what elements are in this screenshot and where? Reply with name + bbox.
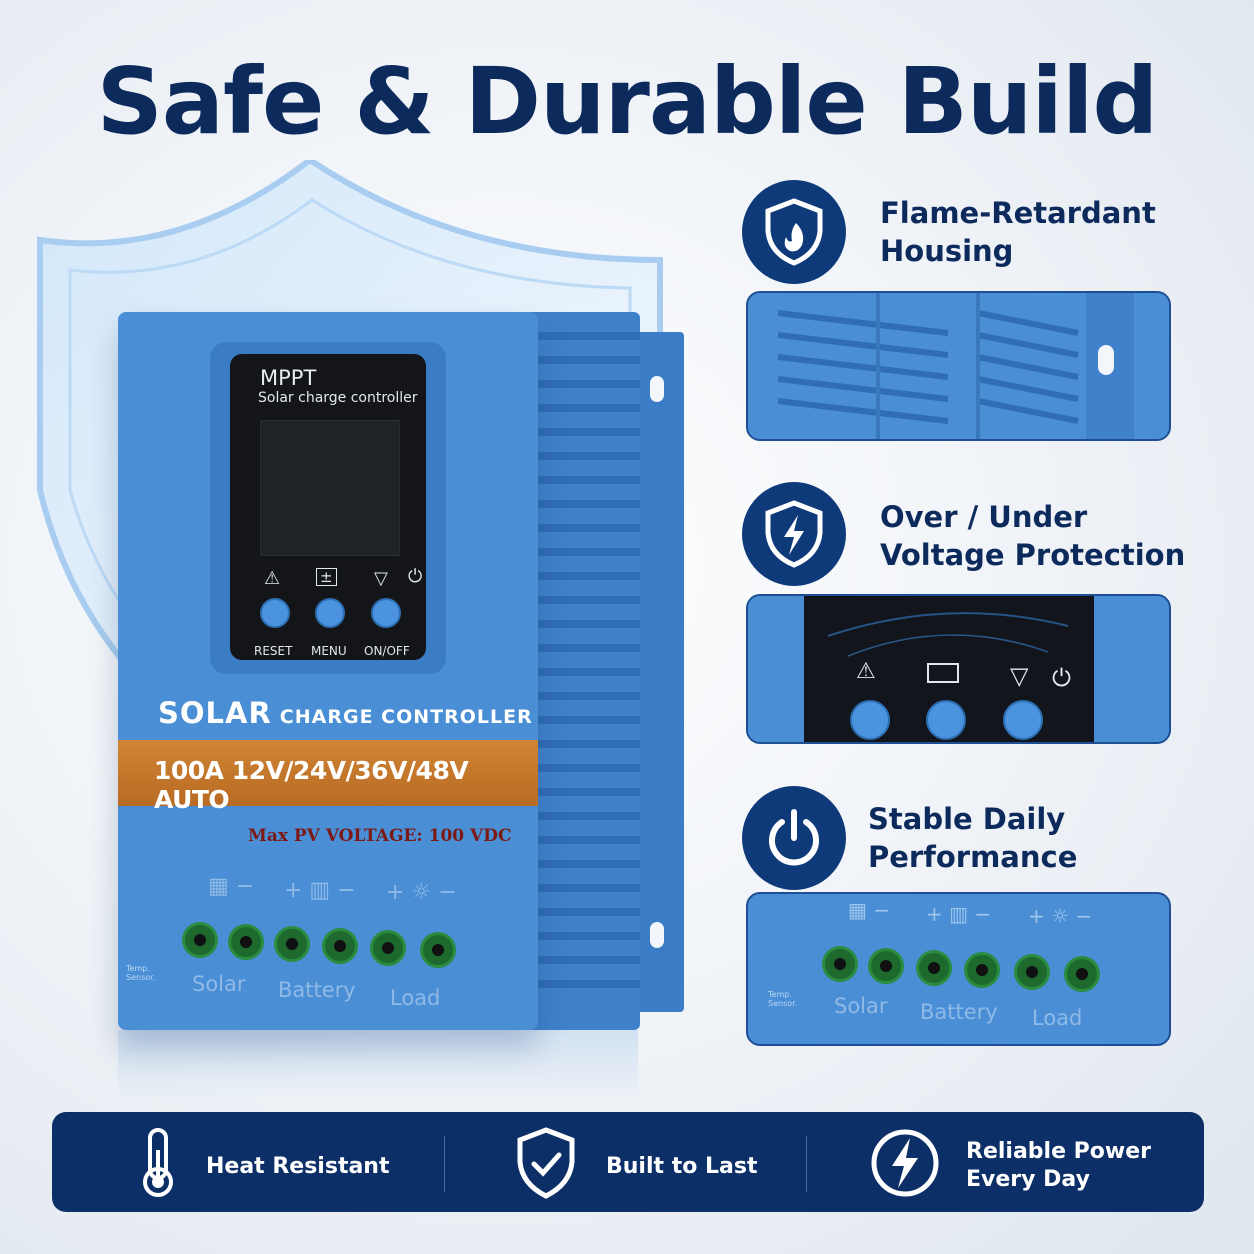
feature-title-voltage: Over / Under Voltage Protection xyxy=(880,498,1185,574)
terminal-battery-neg xyxy=(322,928,358,964)
screen-title: MPPT xyxy=(260,366,317,390)
housing-closeup-panel xyxy=(746,291,1171,441)
reliable-power-l1: Reliable Power xyxy=(966,1139,1151,1164)
charge-controller-device: MPPT Solar charge controller ⚠ ± ▽ ⏻ RES… xyxy=(118,312,538,1030)
svg-text:⏻: ⏻ xyxy=(1052,664,1071,692)
mounting-bracket xyxy=(632,332,684,1012)
feature-title-flame-l2: Housing xyxy=(880,234,1014,268)
panel-terminal-1 xyxy=(822,946,858,982)
panel-terminal-3 xyxy=(916,950,952,986)
reset-label: RESET xyxy=(254,644,293,658)
reset-button[interactable] xyxy=(260,598,290,628)
device-reflection xyxy=(118,1030,638,1100)
battery-terminal-icon: + ▥ − xyxy=(284,878,356,903)
feature-title-voltage-l1: Over / Under xyxy=(880,500,1088,534)
feature-title-stable-l1: Stable Daily xyxy=(868,802,1066,836)
bulb-icon: + ☼ − xyxy=(1028,904,1093,928)
divider xyxy=(806,1136,807,1192)
onoff-label: ON/OFF xyxy=(364,644,410,658)
terminal-battery-pos xyxy=(274,926,310,962)
terminal-label-solar: Solar xyxy=(192,972,246,996)
power-icon: ⏻ xyxy=(408,566,423,587)
shield-check-icon xyxy=(517,1127,575,1199)
terminal-load-neg xyxy=(420,932,456,968)
lightning-shield-icon xyxy=(742,482,846,586)
page-title: Safe & Durable Build xyxy=(96,48,1159,155)
panel-label-solar: Solar xyxy=(834,994,888,1018)
menu-label: MENU xyxy=(311,644,347,658)
rating-text: 100A 12V/24V/36V/48V AUTO xyxy=(154,756,469,814)
svg-text:▽: ▽ xyxy=(1010,662,1029,690)
heat-resistant-label: Heat Resistant xyxy=(206,1154,390,1179)
screen-subtitle: Solar charge controller xyxy=(258,390,418,406)
feature-title-stable: Stable Daily Performance xyxy=(868,800,1077,876)
rating-band: 100A 12V/24V/36V/48V AUTO xyxy=(118,740,538,814)
lcd-display xyxy=(260,420,400,556)
terminals-closeup-panel: ▦ − + ▥ − + ☼ − Temp. Sensor. Solar Batt… xyxy=(746,892,1171,1046)
feature-title-flame-l1: Flame-Retardant xyxy=(880,196,1156,230)
terminal-solar-neg xyxy=(228,924,264,960)
reliable-power-label: Reliable Power Every Day xyxy=(966,1138,1151,1194)
down-triangle-icon: ▽ xyxy=(374,568,388,589)
feature-title-stable-l2: Performance xyxy=(868,840,1078,874)
temp-sensor-label: Temp. Sensor. xyxy=(126,964,156,982)
panel-terminal-2 xyxy=(868,948,904,984)
onoff-button[interactable] xyxy=(371,598,401,628)
feature-title-flame: Flame-Retardant Housing xyxy=(880,194,1156,270)
lightning-circle-icon xyxy=(871,1129,939,1197)
built-to-last-label: Built to Last xyxy=(606,1154,758,1179)
terminal-label-battery: Battery xyxy=(278,978,356,1002)
brand-line: SOLAR CHARGE CONTROLLER xyxy=(158,696,533,730)
battery-terminal-icon: + ▥ − xyxy=(926,902,992,926)
brand-word: SOLAR xyxy=(158,696,272,730)
panel-terminal-4 xyxy=(964,952,1000,988)
menu-button[interactable] xyxy=(315,598,345,628)
panel-label-load: Load xyxy=(1032,1006,1083,1030)
panel-terminal-5 xyxy=(1014,954,1050,990)
reliable-power-l2: Every Day xyxy=(966,1167,1090,1192)
bottom-feature-bar: Heat Resistant Built to Last Reliable Po… xyxy=(52,1112,1204,1212)
brand-rest: CHARGE CONTROLLER xyxy=(279,706,533,728)
panel-label-battery: Battery xyxy=(920,1000,998,1024)
terminal-load-pos xyxy=(370,930,406,966)
thermometer-icon xyxy=(143,1128,173,1197)
solar-panel-icon: ▦ − xyxy=(208,874,255,899)
control-buttons-closeup-panel: ⚠ ▽ ⏻ xyxy=(746,594,1171,744)
cooling-fins xyxy=(528,312,640,1030)
battery-icon: ± xyxy=(316,568,337,586)
flame-shield-icon xyxy=(742,180,846,284)
feature-title-voltage-l2: Voltage Protection xyxy=(880,538,1186,572)
terminal-solar-pos xyxy=(182,922,218,958)
panel-temp-sensor-label: Temp. Sensor. xyxy=(768,990,798,1008)
solar-panel-icon: ▦ − xyxy=(848,898,891,922)
divider xyxy=(444,1136,445,1192)
bulb-icon: + ☼ − xyxy=(386,880,457,905)
panel-terminal-6 xyxy=(1064,956,1100,992)
warning-icon: ⚠ xyxy=(264,568,281,589)
power-icon xyxy=(742,786,846,890)
svg-text:⚠: ⚠ xyxy=(856,659,876,684)
terminal-label-load: Load xyxy=(390,986,441,1010)
max-pv-label: Max PV VOLTAGE: 100 VDC xyxy=(248,826,512,846)
